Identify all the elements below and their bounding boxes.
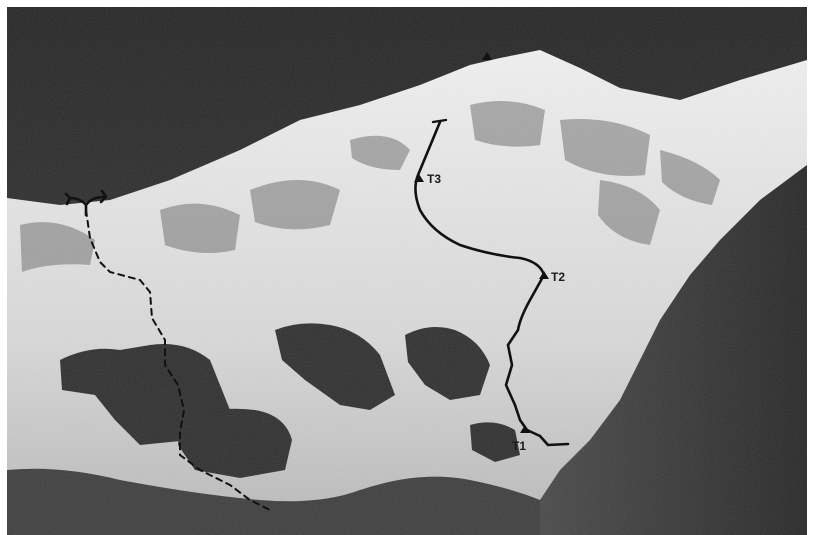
camp-label-t2: T2 [551,270,565,284]
summit-marker [482,52,492,60]
climbing-route [414,120,570,447]
camp-marker-t1: T1 [512,425,530,453]
descent-route [85,209,271,511]
camp-label-t1: T1 [512,439,526,453]
camp-marker-t2: T2 [539,270,565,284]
camp-label-t3: T3 [427,172,441,186]
split-arrow-icon [64,189,108,217]
camp-marker-t3: T3 [414,172,441,186]
